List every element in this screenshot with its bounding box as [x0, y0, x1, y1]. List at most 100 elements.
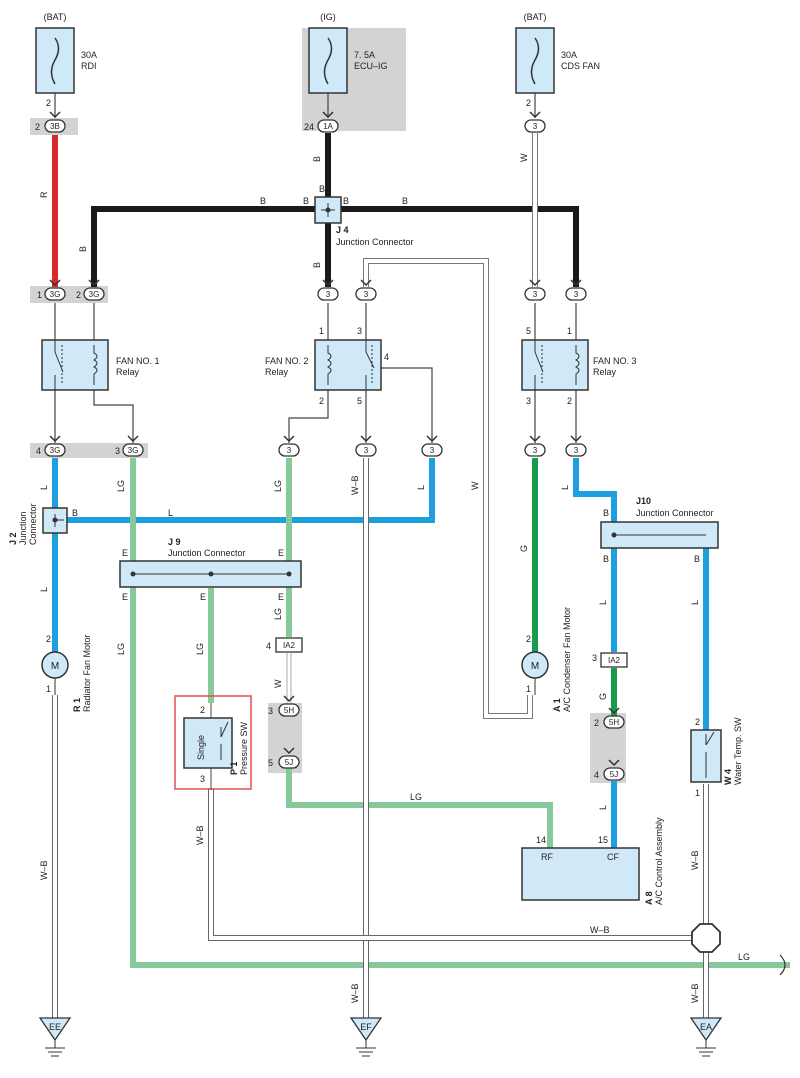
connector-chevron-icon — [529, 435, 541, 443]
connector-chevron-icon — [360, 279, 372, 287]
relay2-pin4: 4 — [384, 352, 389, 362]
wire-relay1-thin — [54, 303, 134, 443]
motor-r1-symbol: M — [51, 661, 59, 672]
r1-name: Radiator Fan Motor — [82, 634, 92, 712]
a8-right: CF — [607, 852, 619, 862]
ground-ee — [38, 1017, 72, 1057]
wire-relay3-thin — [534, 303, 577, 443]
j2-id: J 2 — [8, 532, 18, 545]
j10-name: Junction Connector — [636, 508, 714, 518]
wire-label-wb-4: W–B — [690, 850, 700, 870]
pin-4-conn3g: 4 — [36, 446, 41, 456]
connector-chevron-icon — [49, 111, 61, 119]
wire-label-b-5: B — [319, 184, 325, 194]
switch-contact-icon — [220, 721, 229, 738]
j10-id: J10 — [636, 496, 651, 506]
switch-contact-icon — [365, 351, 375, 369]
p1-name: Pressure SW — [239, 721, 249, 775]
wire-label-l-bus: L — [168, 508, 173, 518]
switch-contact-icon — [534, 351, 544, 373]
connector-3-c-label: 3 — [430, 446, 435, 455]
wire-label-b-7: B — [312, 262, 322, 268]
relay-fan-1 — [41, 339, 109, 391]
a1-pin-bottom: 1 — [526, 684, 531, 694]
wire-label-lg-4: LG — [195, 643, 205, 655]
coil-icon — [93, 345, 98, 385]
connector-3g-2: 3G — [83, 279, 105, 301]
connector-ia2-left: IA2 — [275, 637, 303, 653]
pin-3-conn3g: 3 — [115, 446, 120, 456]
junction-dots — [52, 207, 617, 577]
connector-ia2-right: IA2 — [600, 652, 628, 668]
connector-3-b: 3 — [355, 435, 377, 457]
wire-blue-j10-in — [573, 458, 617, 522]
switch-contact-icon — [54, 351, 64, 373]
connector-ia2-left-label: IA2 — [283, 641, 296, 650]
connector-5j: 5J — [278, 747, 300, 769]
connector-3-relay3-b-label: 3 — [574, 290, 579, 299]
connector-chevron-icon — [88, 279, 100, 287]
j9-e-1: E — [122, 548, 128, 558]
connector-5j-label: 5J — [285, 758, 293, 767]
wire-label-l-7: L — [598, 805, 608, 810]
fuse-ig-name: ECU–IG — [354, 61, 388, 71]
wire-label-l-3: L — [560, 485, 570, 490]
junction-j10 — [600, 521, 719, 549]
wire-label-w-2: W — [273, 679, 283, 688]
wire-label-lg-2: LG — [273, 480, 283, 492]
fuse-cds-source: (BAT) — [524, 12, 547, 22]
connector-5h-label: 5H — [284, 706, 294, 715]
w4-id: W 4 — [723, 769, 733, 785]
wire-label-wb-5: W–B — [590, 925, 610, 935]
connector-chevron-icon — [283, 695, 295, 703]
relay-fan-3 — [521, 339, 589, 391]
fuse-ig-source: (IG) — [320, 12, 336, 22]
fuse-icon — [530, 37, 540, 85]
connector-3g-1: 3G — [44, 279, 66, 301]
wire-label-wb-2: W–B — [195, 825, 205, 845]
connector-3-relay3-b: 3 — [565, 279, 587, 301]
j10-b-2: B — [603, 554, 609, 564]
motor-a1 — [521, 651, 549, 695]
wire-label-lg-5: LG — [273, 608, 283, 620]
connector-3-cds: 3 — [524, 111, 546, 133]
wire-label-lg-7: LG — [738, 952, 750, 962]
fuse-ecu-ig — [308, 27, 348, 118]
connector-3b: 3B — [44, 111, 66, 133]
connector-chevron-icon — [283, 435, 295, 443]
wire-relay2-thin — [288, 303, 433, 443]
w4-pin-bottom: 1 — [695, 788, 700, 798]
relay2-pin2: 2 — [319, 396, 324, 406]
wire-label-g-2: G — [598, 693, 608, 700]
w4-pin-top: 2 — [695, 717, 700, 727]
ground-ef — [349, 1017, 383, 1057]
connector-1a-label: 1A — [323, 122, 333, 131]
conn5h-pin: 3 — [268, 706, 273, 716]
conn5j-pin: 5 — [268, 758, 273, 768]
relay3-sub: Relay — [593, 367, 617, 377]
wire-label-lg-3: LG — [116, 643, 126, 655]
ground-ef-label: EF — [360, 1022, 372, 1032]
connector-3-relay2-b: 3 — [355, 279, 377, 301]
fuse-rdi — [35, 27, 75, 118]
wire-label-b-left: B — [78, 246, 88, 252]
a1-name: A/C Condenser Fan Motor — [562, 607, 572, 712]
connector-chevron-icon — [426, 435, 438, 443]
wire-label-r: R — [39, 191, 49, 198]
connector-3g-2-label: 3G — [89, 290, 100, 299]
coil-icon — [327, 345, 332, 385]
j4-id: J 4 — [336, 225, 349, 235]
p1-highlight-box — [174, 695, 252, 790]
j9-id: J 9 — [168, 537, 181, 547]
connector-3-relay2-b-label: 3 — [364, 290, 369, 299]
relay-fan-2 — [314, 339, 382, 391]
wire-label-wb-6: W–B — [350, 983, 360, 1003]
motor-r1 — [41, 651, 69, 695]
connector-3-d: 3 — [524, 435, 546, 457]
connector-3g-1-label: 3G — [50, 290, 61, 299]
ground-ee-label: EE — [49, 1022, 61, 1032]
wire-blue-l-bus — [55, 458, 435, 523]
coil-icon — [575, 345, 580, 385]
connector-ia2-right-label: IA2 — [608, 656, 621, 665]
